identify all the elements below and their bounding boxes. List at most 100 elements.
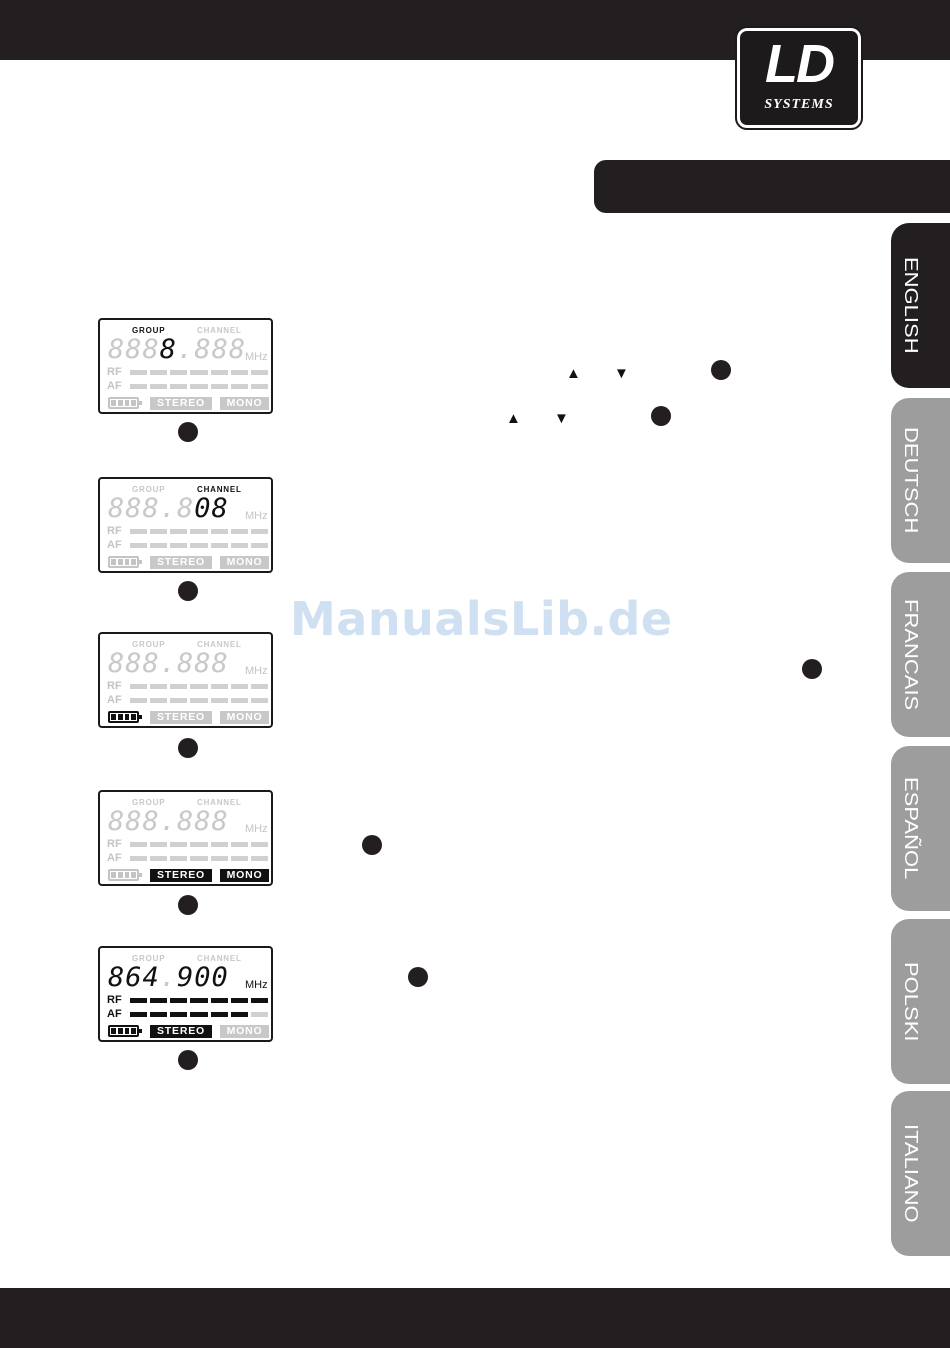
logo-sub-text: SYSTEMS xyxy=(764,97,834,112)
rf-meter xyxy=(130,684,268,689)
tab-english[interactable]: ENGLISH xyxy=(891,223,950,388)
up-arrow-icon: ▲ xyxy=(506,410,521,427)
rf-label: RF xyxy=(107,838,122,850)
tab-label: ENGLISH xyxy=(900,257,923,354)
af-label: AF xyxy=(107,1008,122,1020)
mhz-label: MHz xyxy=(245,510,268,522)
lcd-digits: 888.888 xyxy=(108,806,229,837)
tab-label: POLSKI xyxy=(900,961,923,1042)
lcd-digits: 888.888 xyxy=(108,648,229,679)
lcd-display-frequency: GROUP CHANNEL 864.900 MHz RF AF STEREO M… xyxy=(98,946,273,1042)
rf-meter xyxy=(130,998,268,1003)
rf-label: RF xyxy=(107,525,122,537)
af-meter xyxy=(130,384,268,389)
channel-label: CHANNEL xyxy=(197,954,242,963)
stereo-indicator: STEREO xyxy=(150,1025,212,1038)
digits-lit: 8 xyxy=(159,334,178,365)
mono-indicator: MONO xyxy=(220,397,269,410)
bottom-bar xyxy=(0,1288,950,1348)
mhz-label: MHz xyxy=(245,351,268,363)
lcd-display-group: GROUP CHANNEL 8888.888 MHz RF AF STEREO … xyxy=(98,318,273,414)
af-meter xyxy=(130,698,268,703)
tab-polski[interactable]: POLSKI xyxy=(891,919,950,1084)
rf-meter xyxy=(130,842,268,847)
digits-sep: . xyxy=(177,334,195,365)
tab-italiano[interactable]: ITALIANO xyxy=(891,1091,950,1256)
tab-deutsch[interactable]: DEUTSCH xyxy=(891,398,950,563)
digits-dim: 888 xyxy=(108,334,160,365)
up-arrow-icon: ▲ xyxy=(566,365,581,382)
callout-dot xyxy=(408,967,428,987)
mono-indicator: MONO xyxy=(220,556,269,569)
digits-sep: . xyxy=(159,962,178,993)
af-meter xyxy=(130,856,268,861)
lcd-digits: 864.900 xyxy=(108,962,229,993)
logo-main-text: LD xyxy=(765,34,835,94)
battery-icon xyxy=(108,711,142,723)
af-meter xyxy=(130,543,268,548)
digits-dim: 888.8 xyxy=(108,493,195,524)
group-label: GROUP xyxy=(132,485,166,494)
callout-dot xyxy=(651,406,671,426)
tab-espanol[interactable]: ESPAÑOL xyxy=(891,746,950,911)
stereo-indicator: STEREO xyxy=(150,711,212,724)
stereo-indicator: STEREO xyxy=(150,397,212,410)
channel-label: CHANNEL xyxy=(197,640,242,649)
group-label: GROUP xyxy=(132,954,166,963)
channel-label: CHANNEL xyxy=(197,798,242,807)
channel-label: CHANNEL xyxy=(197,326,242,335)
group-label: GROUP xyxy=(132,798,166,807)
battery-icon xyxy=(108,556,142,568)
group-label: GROUP xyxy=(132,640,166,649)
rf-label: RF xyxy=(107,680,122,692)
down-arrow-icon: ▼ xyxy=(554,410,569,427)
digits-lit: 900 xyxy=(177,962,229,993)
group-label: GROUP xyxy=(132,326,166,335)
callout-dot xyxy=(362,835,382,855)
lcd-display-battery: GROUP CHANNEL 888.888 MHz RF AF STEREO M… xyxy=(98,632,273,728)
battery-icon xyxy=(108,1025,142,1037)
tab-label: FRANCAIS xyxy=(900,598,923,711)
tab-label: DEUTSCH xyxy=(900,427,923,534)
tab-francais[interactable]: FRANCAIS xyxy=(891,572,950,737)
battery-icon xyxy=(108,397,142,409)
lcd-digits: 8888.888 xyxy=(108,334,246,365)
af-label: AF xyxy=(107,694,122,706)
callout-dot xyxy=(802,659,822,679)
digits-lit: 864 xyxy=(108,962,160,993)
callout-dot xyxy=(178,581,198,601)
tab-label: ESPAÑOL xyxy=(900,777,923,880)
callout-dot xyxy=(178,1050,198,1070)
af-meter xyxy=(130,1012,268,1017)
mhz-label: MHz xyxy=(245,979,268,991)
down-arrow-icon: ▼ xyxy=(614,365,629,382)
rf-meter xyxy=(130,529,268,534)
lcd-digits: 888.808 xyxy=(108,493,229,524)
rf-label: RF xyxy=(107,994,122,1006)
mono-indicator: MONO xyxy=(220,711,269,724)
ld-systems-logo: LD SYSTEMS xyxy=(735,26,863,130)
channel-label: CHANNEL xyxy=(197,485,242,494)
mono-indicator: MONO xyxy=(220,869,269,882)
mhz-label: MHz xyxy=(245,665,268,677)
callout-dot xyxy=(178,422,198,442)
callout-dot xyxy=(711,360,731,380)
tab-label: ITALIANO xyxy=(900,1124,923,1223)
mhz-label: MHz xyxy=(245,823,268,835)
section-header-bar xyxy=(594,160,950,213)
digits-lit: 08 xyxy=(194,493,229,524)
af-label: AF xyxy=(107,380,122,392)
lcd-display-stereo-mono: GROUP CHANNEL 888.888 MHz RF AF STEREO M… xyxy=(98,790,273,886)
stereo-indicator: STEREO xyxy=(150,869,212,882)
stereo-indicator: STEREO xyxy=(150,556,212,569)
af-label: AF xyxy=(107,539,122,551)
rf-meter xyxy=(130,370,268,375)
battery-icon xyxy=(108,869,142,881)
callout-dot xyxy=(178,895,198,915)
digits-dim: 888 xyxy=(194,334,247,365)
mono-indicator: MONO xyxy=(220,1025,269,1038)
rf-label: RF xyxy=(107,366,122,378)
callout-dot xyxy=(178,738,198,758)
af-label: AF xyxy=(107,852,122,864)
watermark: ManualsLib.de xyxy=(290,592,673,646)
